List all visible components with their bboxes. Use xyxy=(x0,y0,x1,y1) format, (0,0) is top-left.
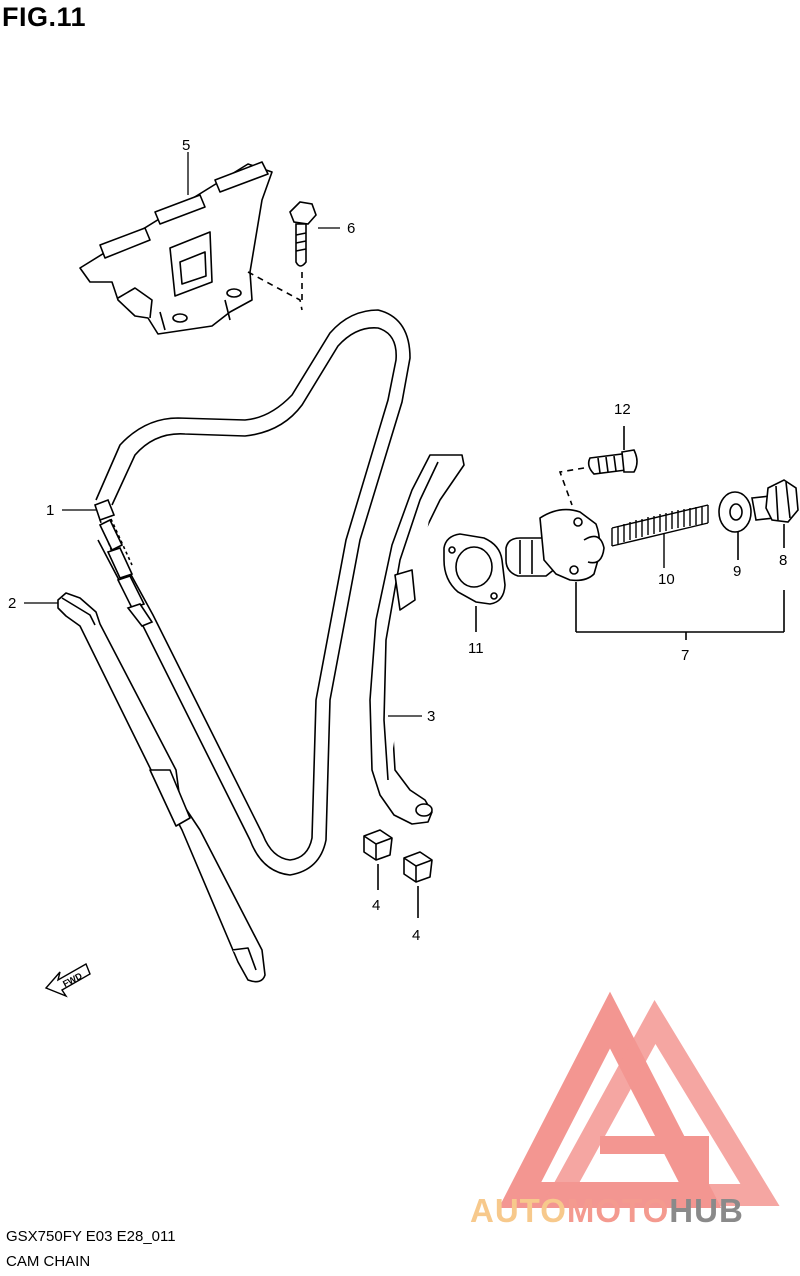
section-name: CAM CHAIN xyxy=(6,1253,91,1270)
brand-part-moto: MOTO xyxy=(566,1192,670,1229)
part-5-upper-chain-guide xyxy=(79,161,303,335)
part-4-cushion-a xyxy=(363,829,393,890)
part-6-bolt xyxy=(289,201,317,300)
part-1-cam-chain xyxy=(93,309,411,876)
callout-7: 7 xyxy=(681,647,689,664)
callout-1: 1 xyxy=(46,502,54,519)
leader-lines xyxy=(24,152,422,717)
callout-4b: 4 xyxy=(412,927,420,944)
part-8-cap-bolt xyxy=(751,479,799,548)
part-3-rear-tensioner-guide xyxy=(369,454,465,825)
part-9-washer xyxy=(718,491,752,560)
callout-3: 3 xyxy=(427,708,435,725)
part-12-bolt xyxy=(558,426,638,506)
callout-6: 6 xyxy=(347,220,355,237)
brand-part-auto: AUTO xyxy=(470,1192,567,1229)
part-4-cushion-b xyxy=(403,851,433,918)
part-7-tensioner-assembly xyxy=(505,508,785,640)
figure-title: FIG.11 xyxy=(2,2,87,32)
callout-12: 12 xyxy=(614,401,631,418)
fwd-arrow-icon: FWD xyxy=(44,962,91,998)
brand-part-hub: HUB xyxy=(669,1192,744,1229)
part-2-front-chain-guide xyxy=(57,592,266,983)
model-code: GSX750FY E03 E28_011 xyxy=(6,1228,176,1245)
callout-9: 9 xyxy=(733,563,741,580)
callout-4a: 4 xyxy=(372,897,380,914)
callout-5: 5 xyxy=(182,137,190,154)
watermark-logo xyxy=(498,991,780,1208)
part-10-spring xyxy=(611,504,709,568)
watermark-brand-text: AUTOMOTOHUB xyxy=(470,1192,744,1230)
callout-8: 8 xyxy=(779,552,787,569)
callout-10: 10 xyxy=(658,571,675,588)
part-11-gasket xyxy=(443,533,506,632)
callout-11: 11 xyxy=(468,640,484,657)
callout-2: 2 xyxy=(8,595,16,612)
